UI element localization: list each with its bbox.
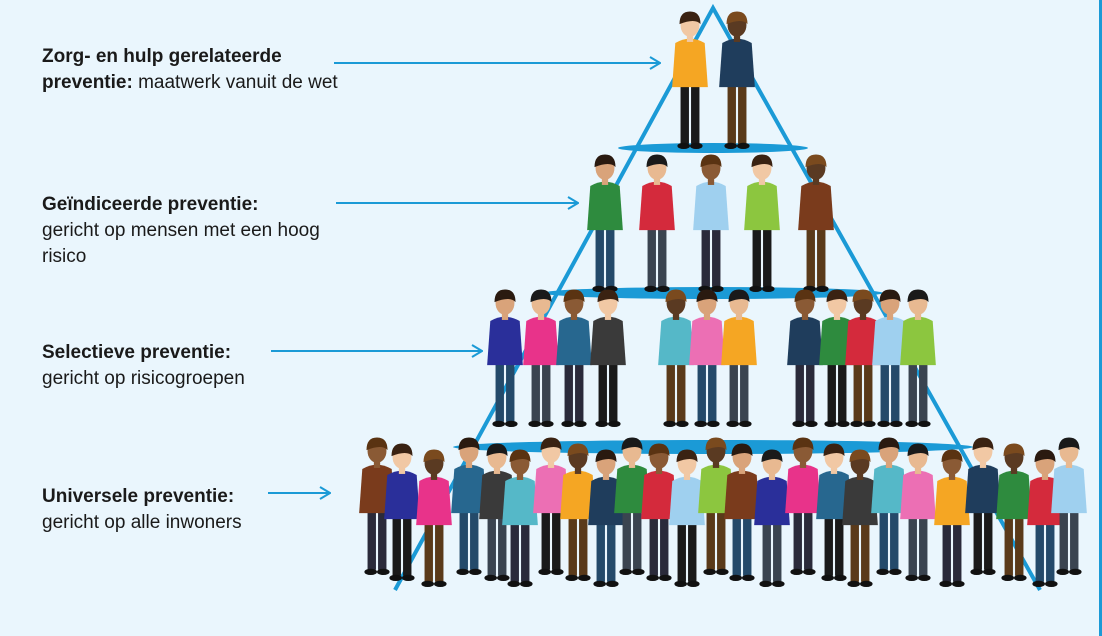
person-figure (845, 289, 881, 428)
person-figure (556, 289, 592, 428)
person-figure (934, 449, 970, 588)
person-figure (754, 449, 790, 588)
person-figure (672, 11, 708, 150)
person-figure (872, 289, 908, 428)
connector-arrows (268, 63, 660, 493)
person-figure (996, 443, 1032, 582)
person-figure (502, 449, 538, 588)
level-label-selectief: Selectieve preventie: gericht op risicog… (42, 340, 342, 392)
level-description: gericht op alle inwoners (42, 512, 242, 533)
person-figure (587, 154, 623, 293)
person-figure (719, 11, 755, 150)
person-figure (590, 289, 626, 428)
person-figure (451, 437, 487, 576)
person-figure (816, 443, 852, 582)
people-crowd (359, 11, 1087, 588)
person-figure (641, 443, 677, 582)
person-figure (721, 289, 757, 428)
person-figure (965, 437, 1001, 576)
person-figure (416, 449, 452, 588)
person-figure (669, 449, 705, 588)
person-figure (523, 289, 559, 428)
person-figure (1051, 437, 1087, 576)
level-description: gericht op risicogroepen (42, 368, 245, 389)
tier-platform-1 (618, 143, 808, 153)
person-figure (639, 154, 675, 293)
person-figure (744, 154, 780, 293)
right-border (1099, 0, 1102, 636)
person-figure (689, 289, 725, 428)
person-figure (785, 437, 821, 576)
level-label-universeel: Universele preventie: gericht op alle in… (42, 484, 342, 536)
person-figure (698, 437, 734, 576)
person-figure (533, 437, 569, 576)
level-title: Zorg- en hulp gerelateerde preventie: (42, 46, 282, 93)
level-label-geindiceerd: Geïndiceerde preventie: gericht op mense… (42, 192, 342, 270)
level-title: Geïndiceerde preventie: (42, 194, 259, 215)
person-figure (560, 443, 596, 582)
person-figure (819, 289, 855, 428)
person-figure (900, 443, 936, 582)
person-figure (798, 154, 834, 293)
person-figure (724, 443, 760, 582)
person-figure (384, 443, 420, 582)
level-label-zorg: Zorg- en hulp gerelateerde preventie: ma… (42, 44, 342, 96)
level-title: Universele preventie: (42, 486, 235, 507)
person-figure (487, 289, 523, 428)
person-figure (871, 437, 907, 576)
person-figure (693, 154, 729, 293)
person-figure (787, 289, 823, 428)
level-description: maatwerk vanuit de wet (138, 72, 338, 93)
level-title: Selectieve preventie: (42, 342, 232, 363)
person-figure (900, 289, 936, 428)
person-figure (842, 449, 878, 588)
level-description: gericht op mensen met een hoog risico (42, 220, 320, 267)
person-figure (658, 289, 694, 428)
person-figure (614, 437, 650, 576)
